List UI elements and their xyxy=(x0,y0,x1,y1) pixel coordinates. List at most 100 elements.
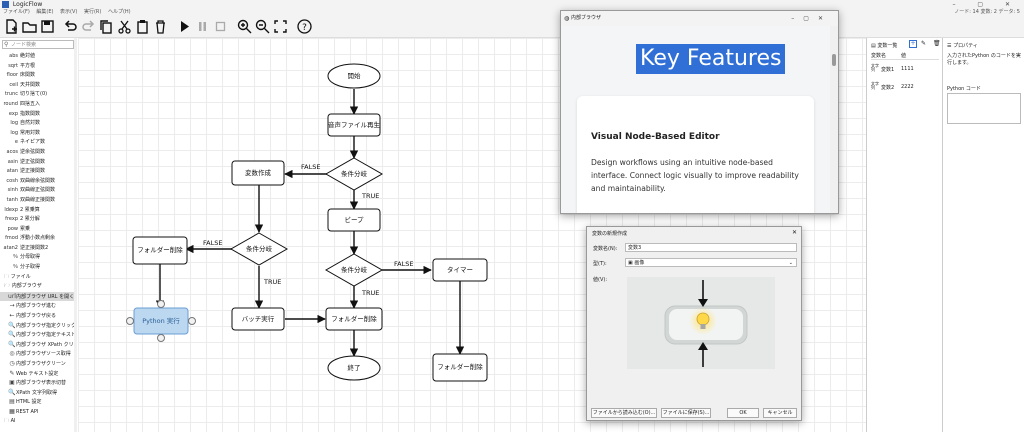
browser-node-item[interactable]: 🔍内部ブラウザ指定テキスト xyxy=(0,330,74,340)
browser-node-item[interactable]: ▤HTML 設定 xyxy=(0,397,74,407)
menu-run[interactable]: 実行(R) xyxy=(83,9,102,15)
browser-scroll-thumb[interactable] xyxy=(832,54,836,66)
node-branch-3[interactable]: 条件分岐 xyxy=(229,232,289,266)
node-item[interactable]: ％分子取得 xyxy=(0,263,74,273)
menu-view[interactable]: 表示(V) xyxy=(60,9,78,15)
menu-help[interactable]: ヘルプ(H) xyxy=(107,9,131,15)
browser-node-item[interactable]: ▦REST API xyxy=(0,407,74,417)
paste-button[interactable] xyxy=(134,18,151,35)
menu-edit[interactable]: 編集(E) xyxy=(36,9,54,15)
browser-node-item[interactable]: ◎内部ブラウザソース取得 xyxy=(0,349,74,359)
undo-button[interactable] xyxy=(62,18,79,35)
browser-node-item[interactable]: ▣内部ブラウザ表示切替 xyxy=(0,378,74,388)
browser-node-item[interactable]: url内部ブラウザ URL を開く xyxy=(0,291,74,302)
browser-window-controls[interactable]: –▢✕ xyxy=(791,15,832,22)
run-button[interactable] xyxy=(176,18,193,35)
new-file-button[interactable] xyxy=(3,18,20,35)
help-button[interactable]: ? xyxy=(296,18,313,35)
node-item-label: 2 累乗算 xyxy=(20,206,40,213)
browser-node-item[interactable]: 🔍内部ブラウザ指定クリック xyxy=(0,321,74,331)
browser-node-item[interactable]: ←内部ブラウザ戻る xyxy=(0,311,74,321)
browser-node-item[interactable]: 🔍XPath 文字列取得 xyxy=(0,388,74,398)
browser-node-item[interactable]: →内部ブラウザ進む xyxy=(0,301,74,311)
python-code-input[interactable] xyxy=(947,93,1021,124)
variable-type-select[interactable]: ▣ 画像 ⌄ xyxy=(625,258,797,267)
category-AI[interactable]: 🗀 AI xyxy=(0,417,74,427)
cancel-button[interactable]: キャンセル xyxy=(763,408,797,418)
node-delete-folder[interactable]: フォルダー削除 xyxy=(325,307,383,331)
copy-button[interactable] xyxy=(98,18,115,35)
variable-name-input[interactable]: 変数3 xyxy=(625,243,797,252)
delete-variable-icon[interactable]: 🗑 xyxy=(933,40,941,47)
search-placeholder: ノード検索 xyxy=(11,42,37,48)
node-python-run[interactable]: Python 実行 xyxy=(126,300,196,342)
node-branch-2[interactable]: 条件分岐 xyxy=(324,253,384,287)
browser-scrollbar[interactable] xyxy=(830,26,838,213)
browser-node-item[interactable]: 🔍内部ブラウザ XPath クリック xyxy=(0,340,74,350)
cut-button[interactable] xyxy=(116,18,133,35)
category-ファイル[interactable]: 🗀 ファイル xyxy=(0,273,74,283)
add-variable-button[interactable]: + xyxy=(909,40,917,48)
zoom-out-button[interactable] xyxy=(254,18,271,35)
browser-node-item[interactable]: ✎Web テキスト設定 xyxy=(0,369,74,379)
node-play-sound[interactable]: 音声ファイル再生 xyxy=(327,113,381,137)
node-batch-run[interactable]: バッチ実行 xyxy=(231,307,285,331)
python-handle-top[interactable] xyxy=(157,300,165,308)
zoom-in-button[interactable] xyxy=(236,18,253,35)
pause-button[interactable] xyxy=(194,18,211,35)
dialog-close-icon[interactable]: ✕ xyxy=(791,229,797,236)
node-beep[interactable]: ビープ xyxy=(327,208,381,232)
browser-node-item[interactable]: ◷内部ブラウザクリーン xyxy=(0,359,74,369)
node-delete-folder-right[interactable]: フォルダー削除 xyxy=(432,353,488,382)
fit-button[interactable] xyxy=(272,18,289,35)
menu-file[interactable]: ファイル(F) xyxy=(3,9,30,15)
save-to-file-button[interactable]: ファイルに保存(S)... xyxy=(661,408,711,418)
python-handle-left[interactable] xyxy=(126,317,134,325)
node-branch-1[interactable]: 条件分岐 xyxy=(324,157,384,191)
redo-button[interactable] xyxy=(80,18,97,35)
node-item-label: 指数関数 xyxy=(20,110,41,117)
save-button[interactable] xyxy=(39,18,56,35)
open-folder-button[interactable] xyxy=(21,18,38,35)
python-handle-bottom[interactable] xyxy=(157,334,165,342)
stop-button[interactable] xyxy=(212,18,229,35)
node-search-input[interactable]: ⚲ ノード検索 xyxy=(2,40,74,49)
node-end[interactable]: 終了 xyxy=(327,355,381,381)
edit-variable-icon[interactable]: ✎ xyxy=(921,40,927,47)
sidebar-scrollbar[interactable] xyxy=(74,38,77,432)
python-handle-right[interactable] xyxy=(188,317,196,325)
delete-button[interactable] xyxy=(152,18,169,35)
ok-button[interactable]: OK xyxy=(727,408,759,418)
node-delete-folder-left[interactable]: フォルダー削除 xyxy=(132,236,188,265)
node-create-var[interactable]: 変数作成 xyxy=(231,160,285,186)
window-controls[interactable]: – ▢ ✕ xyxy=(952,1,1020,8)
node-item[interactable]: ％分母取得 xyxy=(0,253,74,263)
category-内部ブラウザ[interactable]: 🗁 内部ブラウザ xyxy=(0,282,74,292)
node-timer[interactable]: タイマー xyxy=(432,258,488,282)
load-from-file-button[interactable]: ファイルから読み込む(O)... xyxy=(591,408,657,418)
node-start[interactable]: 開始 xyxy=(327,63,381,89)
